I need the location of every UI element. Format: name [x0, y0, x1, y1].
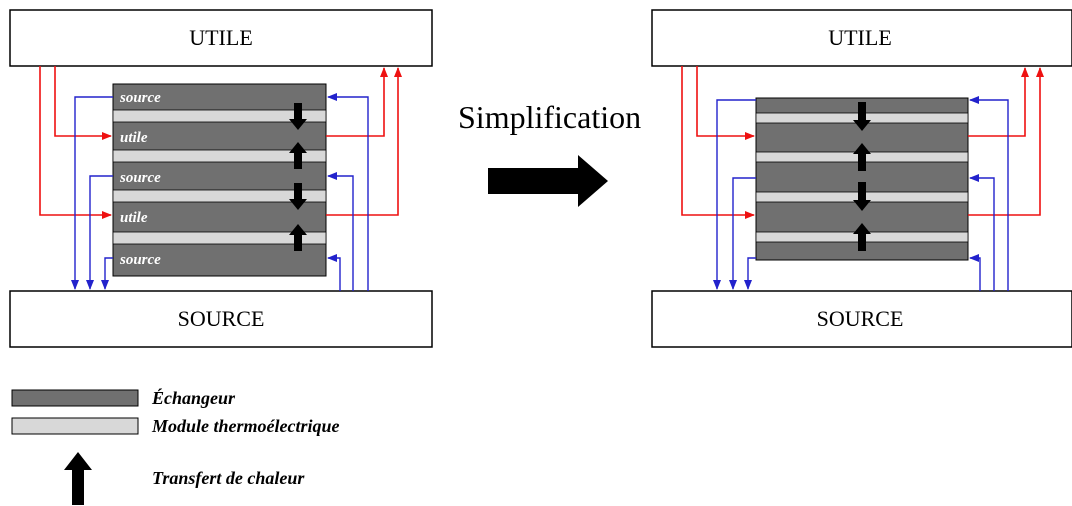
left-source-label: SOURCE: [178, 306, 265, 331]
left-cell-label-4: utile: [120, 210, 148, 226]
left-utile-box: [9, 9, 433, 67]
left-cell-label-5: source: [119, 252, 161, 268]
right-utile-box: [651, 9, 1072, 67]
left-diagram: UTILE SOURCE source utile source utile s…: [9, 9, 433, 348]
right-heat-arrow-down-1: [853, 102, 871, 131]
left-heat-arrow-down-2: [289, 183, 307, 210]
legend-module-label: Module thermoélectrique: [151, 416, 340, 436]
simplification-arrow-icon: [488, 155, 608, 207]
left-heat-arrow-down-1: [289, 103, 307, 130]
legend-exchanger-swatch: [11, 389, 139, 407]
right-utile-label: UTILE: [828, 25, 892, 50]
left-utile-label: UTILE: [189, 25, 253, 50]
simplification-label: Simplification: [458, 99, 641, 135]
legend-heat-transfer-arrow-icon: [64, 452, 92, 505]
right-source-box: [651, 290, 1072, 348]
left-module-2: [112, 149, 327, 163]
legend-exchanger-label: Échangeur: [151, 387, 236, 408]
simplification-group: Simplification: [458, 99, 641, 207]
left-utile-flows: [39, 66, 402, 219]
left-cell-label-1: source: [119, 90, 161, 106]
right-heat-arrow-up-1: [853, 143, 871, 171]
left-stack: source utile source utile source: [112, 83, 327, 277]
left-heat-arrow-up-2: [289, 224, 307, 251]
right-source-label: SOURCE: [817, 306, 904, 331]
right-heat-arrow-up-2: [853, 223, 871, 251]
legend-transfer-label: Transfert de chaleur: [152, 468, 305, 488]
left-module-3: [112, 189, 327, 203]
right-utile-flows: [681, 66, 1044, 219]
right-stack: [755, 97, 969, 261]
left-cell-label-2: utile: [120, 130, 148, 146]
legend: Échangeur Module thermoélectrique Transf…: [11, 387, 340, 505]
right-heat-arrow-down-2: [853, 182, 871, 211]
left-module-1: [112, 109, 327, 123]
legend-module-swatch: [11, 417, 139, 435]
left-module-4: [112, 231, 327, 245]
left-source-flows: [71, 93, 369, 291]
left-cell-label-3: source: [119, 170, 161, 186]
left-heat-arrow-up-1: [289, 142, 307, 169]
right-source-flows: [713, 96, 1009, 291]
right-diagram: UTILE SOURCE: [651, 9, 1072, 348]
left-source-box: [9, 290, 433, 348]
